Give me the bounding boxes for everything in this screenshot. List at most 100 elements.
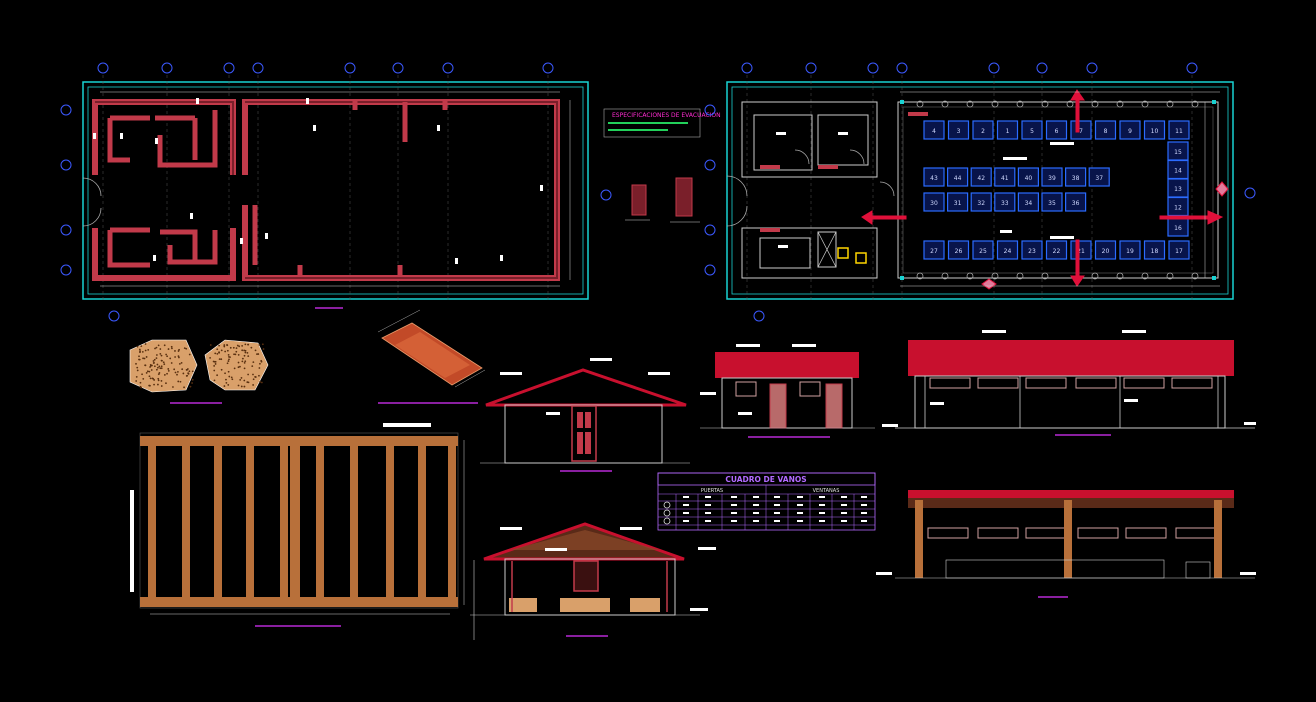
seat: 16 [1167,217,1189,237]
seat: 4 [923,120,945,140]
seat-number: 25 [979,248,987,255]
seat: 31 [946,192,969,212]
seat: 33 [994,192,1016,212]
seat-number: 37 [1095,175,1103,182]
elevation-small [700,344,898,438]
seat-number: 26 [955,248,963,255]
window [1075,377,1117,389]
window [1171,377,1213,389]
seat: 1 [996,120,1019,140]
seat-number: 43 [930,175,938,182]
seat-number: 41 [1001,175,1009,182]
seat: 19 [1119,240,1141,260]
seat: 20 [1094,240,1117,260]
column-details [625,177,700,223]
rafter [316,436,324,607]
seat-number: 36 [1072,200,1080,207]
window [977,527,1019,539]
section-b [470,522,716,640]
seat-number: 38 [1072,175,1080,182]
seat: 36 [1064,192,1087,212]
seat: 37 [1088,167,1110,187]
seat-number: 4 [932,128,936,135]
evacuation-legend: ESPECIFICACIONES DE EVACUACION [603,108,721,138]
seat: 18 [1143,240,1166,260]
seat: 12 [1167,196,1189,217]
seat-number: 14 [1174,168,1182,175]
seat: 32 [970,192,992,212]
seat: 23 [1021,240,1043,260]
rafter [214,436,222,607]
rafter [182,436,190,607]
seat-number: 6 [1055,128,1059,135]
roof-framing-plan [130,423,465,627]
window [1025,377,1067,389]
seat-number: 17 [1175,248,1183,255]
seat-number: 42 [977,175,985,182]
window [927,527,969,539]
seat: 22 [1045,240,1068,260]
seat: 13 [1167,178,1189,198]
seat: 35 [1041,192,1063,212]
section-long [876,490,1256,598]
seat: 21 [1070,240,1092,260]
seat-number: 31 [954,200,962,207]
seat: 39 [1041,167,1063,187]
seat-number: 34 [1025,200,1033,207]
seat: 43 [923,167,945,187]
window [1125,527,1167,539]
seat: 9 [1119,120,1141,140]
seat: 14 [1167,159,1189,180]
seat: 8 [1094,120,1117,140]
seat-number: 32 [977,200,985,207]
isometric-detail [377,309,486,404]
seat: 38 [1064,167,1087,187]
seat: 40 [1017,167,1040,187]
seat: 34 [1017,192,1040,212]
seat-number: 9 [1128,128,1132,135]
seat-number: 19 [1126,248,1134,255]
seat-number: 24 [1004,248,1012,255]
seat: 10 [1143,120,1166,140]
rafter [280,436,288,607]
seat: 5 [1021,120,1043,140]
floor-plan-left [60,62,612,322]
rafter [448,436,456,607]
seat-number: 10 [1151,128,1159,135]
seat-number: 18 [1151,248,1159,255]
seat: 25 [972,240,994,260]
rafter [386,436,394,607]
seat: 2 [972,120,994,140]
seat-number: 2 [981,128,985,135]
seat: 7 [1070,120,1092,140]
seat-number: 39 [1048,175,1056,182]
seat: 3 [947,120,970,140]
aggregate-details [129,339,269,404]
rafter [246,436,254,607]
rafter [418,436,426,607]
section-a [480,358,716,472]
seat-number: 27 [930,248,938,255]
seat-number: 23 [1028,248,1036,255]
seat-number: 44 [954,175,962,182]
opening-schedule-table: CUADRO DE VANOS PUERTAS VENTANAS [657,472,876,531]
legend-title: ESPECIFICACIONES DE EVACUACION [612,112,721,119]
seat: 15 [1167,141,1189,161]
seat-number: 30 [930,200,938,207]
seat-number: 3 [957,128,961,135]
seat-number: 13 [1174,186,1182,193]
seat: 26 [947,240,970,260]
seat-number: 22 [1053,248,1061,255]
seat: 42 [970,167,992,187]
seat-number: 11 [1175,128,1183,135]
seat-number: 1 [1006,128,1010,135]
seat-number: 12 [1174,205,1182,212]
seat: 27 [923,240,945,260]
seat: 17 [1168,240,1190,260]
seat-number: 40 [1025,175,1033,182]
seat: 30 [923,192,945,212]
seat-number: 33 [1001,200,1009,207]
window [1123,377,1165,389]
